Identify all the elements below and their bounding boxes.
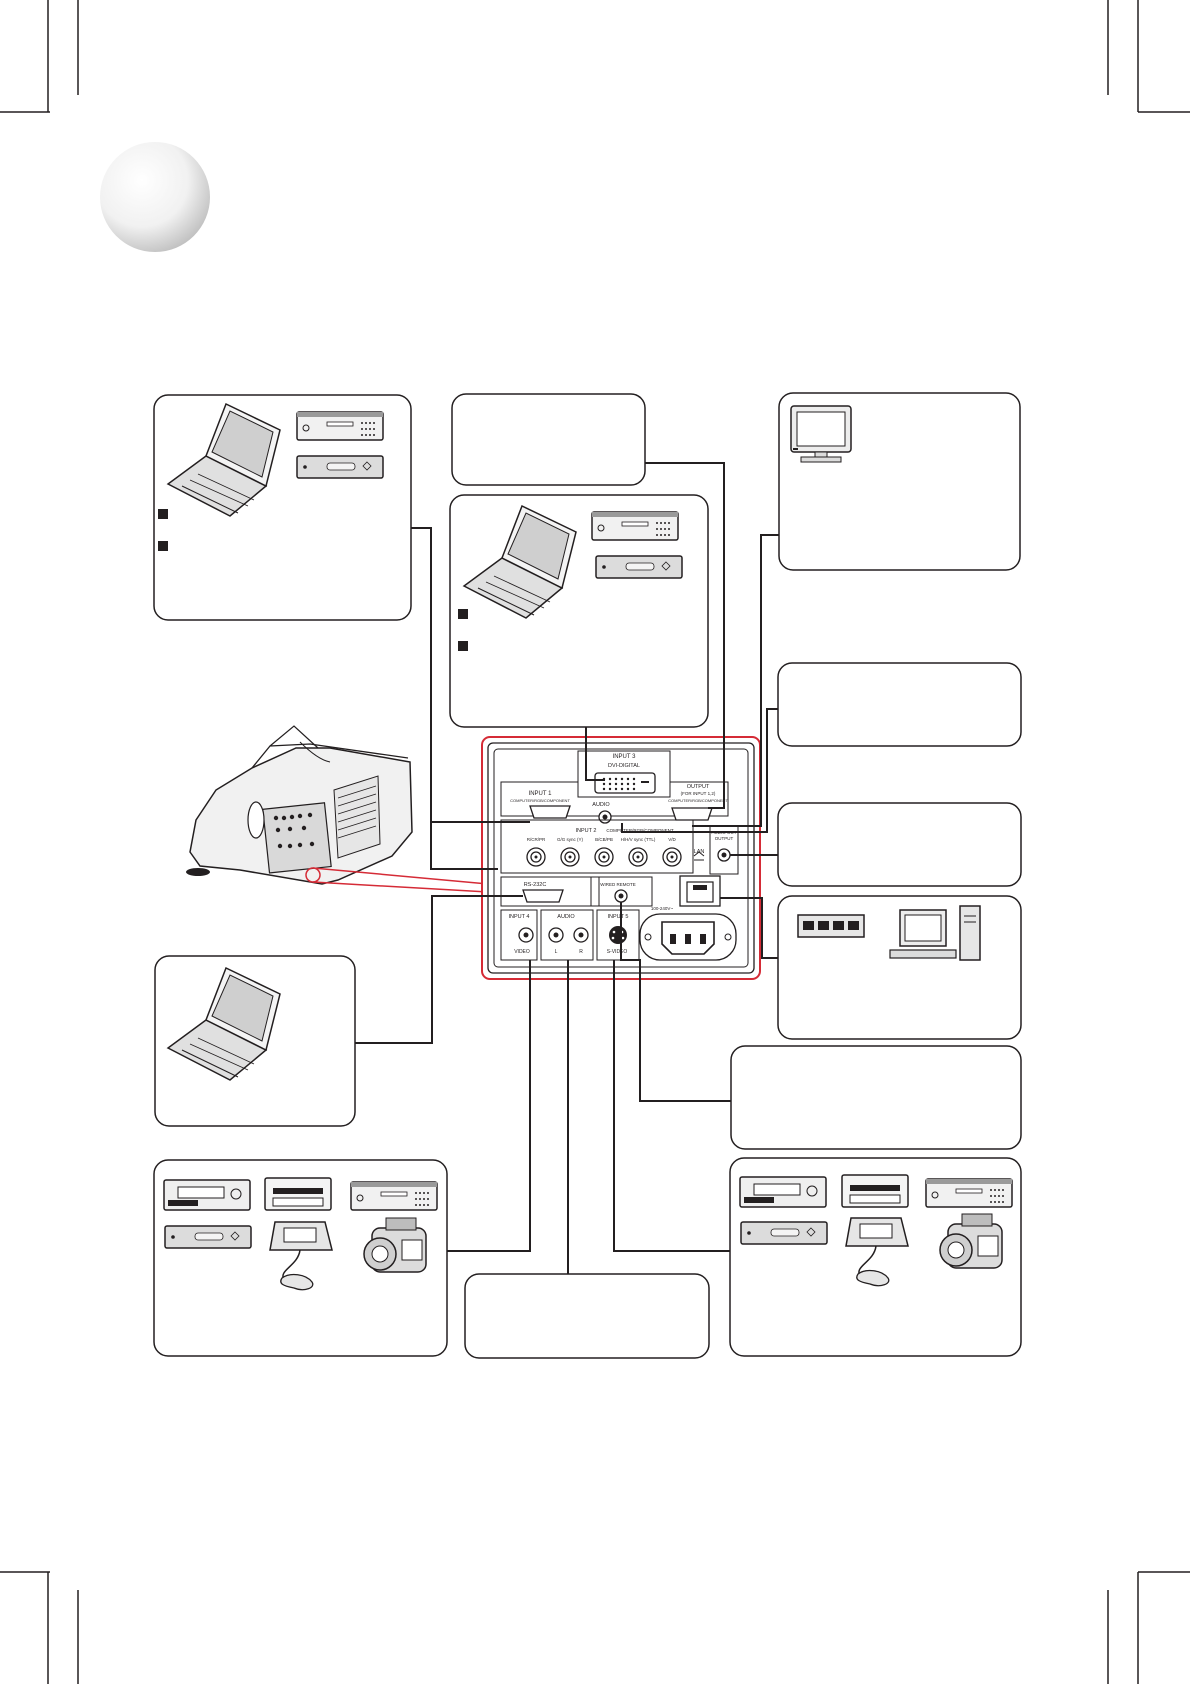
input3-label: INPUT 3: [613, 754, 637, 760]
input1-label: INPUT 1: [529, 791, 553, 797]
lan-hub-icon: [797, 914, 865, 938]
audio-in-label: AUDIO: [592, 802, 610, 808]
audio-l-label: L: [555, 949, 558, 955]
svideo-label: S-VIDEO: [607, 949, 628, 955]
ac-label: 100-240V~: [651, 906, 674, 911]
output-sub1-label: (FOR INPUT 1,2): [681, 791, 716, 796]
dvd-player-icon: [925, 1178, 1013, 1208]
dvd-player-icon: [591, 511, 679, 541]
bnc-label-3: B/CB/PB: [595, 837, 613, 842]
input4-label: INPUT 4: [509, 914, 530, 920]
callout-right-wired-remote: [730, 1045, 1022, 1150]
vcr-icon: [739, 1176, 827, 1208]
output-sub2-label: COMPUTER/RGB/COMPONENT: [668, 798, 728, 803]
laserdisc-player-icon: [264, 1177, 332, 1211]
section-marker-ball: [100, 142, 210, 252]
callout-right-3: [777, 802, 1022, 887]
settop-box-icon: [740, 1221, 828, 1245]
step-marker-1: [158, 509, 168, 519]
settop-box-icon: [296, 455, 384, 479]
callout-bottom-center: [464, 1273, 710, 1359]
bnc-label-2: G/G sync (Y): [557, 837, 584, 842]
step-marker-1: [458, 609, 468, 619]
audio-rca-label: AUDIO: [557, 914, 575, 920]
terminal-panel: INPUT 3 DVI-DIGITAL INPUT 1 COMPUTER/RGB…: [481, 736, 761, 980]
rs232c-label: RS-232C: [524, 882, 547, 888]
callout-top-center: [451, 393, 646, 486]
bnc-label-1: R/CR/PR: [527, 837, 546, 842]
projector-icon: [186, 725, 413, 885]
step-marker-2: [158, 541, 168, 551]
dvi-label: DVI-DIGITAL: [608, 763, 640, 769]
audio-out-sub-label: OUTPUT: [715, 836, 734, 841]
callout-right-2: [777, 662, 1022, 747]
input1-sub-label: COMPUTER/RGB/COMPONENT: [510, 798, 570, 803]
input2-sub-label: COMPUTER/RGB/COMPONENT: [606, 828, 674, 833]
dvd-player-icon: [350, 1181, 438, 1211]
audio-r-label: R: [579, 949, 583, 955]
bnc-label-4: H/H/V sync (TTL): [621, 837, 656, 842]
output-label: OUTPUT: [687, 784, 710, 790]
wired-remote-label: WIRED REMOTE: [600, 882, 636, 887]
zoom-indicator-lines: [305, 867, 489, 893]
laserdisc-player-icon: [841, 1174, 909, 1208]
leader-lines: [355, 462, 779, 1274]
dvd-player-icon: [296, 411, 384, 441]
step-marker-2: [458, 641, 468, 651]
settop-box-icon: [164, 1225, 252, 1249]
settop-box-icon: [595, 555, 683, 579]
input5-label: INPUT 5: [608, 914, 629, 920]
desktop-computer-icon: [889, 905, 981, 961]
video-label: VIDEO: [514, 949, 530, 955]
input2-label: INPUT 2: [576, 828, 597, 834]
bnc-label-5: V/D: [668, 837, 676, 842]
vcr-icon: [163, 1179, 251, 1211]
